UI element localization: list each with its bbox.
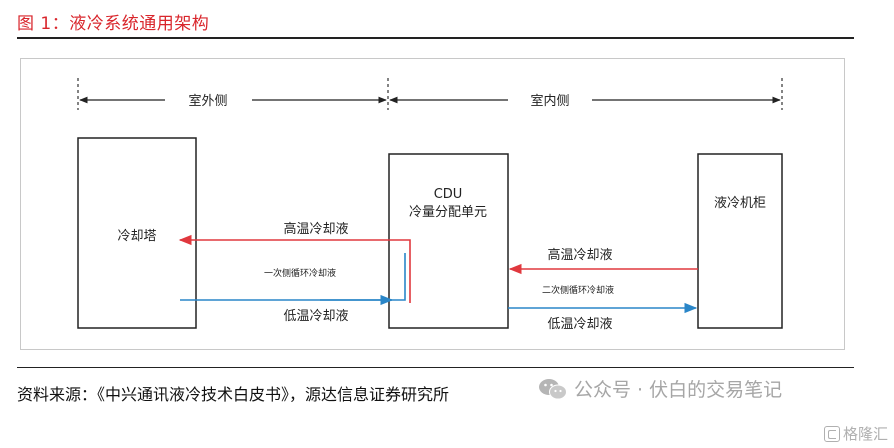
bottom-rule [17, 367, 854, 368]
primary-loop-label: 一次侧循环冷却液 [264, 267, 336, 279]
primary-cold-line [180, 253, 406, 301]
primary-cold-label: 低温冷却液 [283, 309, 348, 324]
liquid-cabinet-box [697, 153, 783, 329]
primary-hot-label: 高温冷却液 [283, 221, 348, 237]
cooling-tower-label: 冷却塔 [117, 229, 156, 244]
cdu-label: CDU [434, 187, 463, 202]
cdu-box [388, 153, 509, 329]
secondary-hot-label: 高温冷却液 [547, 247, 612, 263]
primary-hot-line [178, 234, 411, 303]
watermark: 公众号 · 伏白的交易笔记 [538, 375, 782, 402]
cooling-tower-box [77, 137, 197, 329]
top-rule [17, 37, 854, 39]
figure-title: 图 1：液冷系统通用架构 [17, 14, 210, 34]
source-badge: 格隆汇 [823, 423, 888, 444]
source-caption: 资料来源：《中兴通讯液冷技术白皮书》，源达信息证券研究所 [17, 385, 450, 404]
badge-text: 格隆汇 [842, 425, 888, 443]
badge-logo-icon [823, 425, 840, 442]
watermark-text: 公众号 · 伏白的交易笔记 [574, 379, 783, 401]
architecture-diagram: 室外侧 室内侧 冷却塔 CDU 冷量分配单元 液冷机柜 高温冷却液 一次侧循环冷… [77, 78, 783, 332]
indoor-label: 室内侧 [530, 93, 569, 109]
cdu-sublabel: 冷量分配单元 [409, 205, 487, 220]
outdoor-label: 室外侧 [188, 93, 227, 109]
secondary-cold-label: 低温冷却液 [547, 317, 612, 332]
secondary-loop-label: 二次侧循环冷却液 [542, 284, 614, 296]
wechat-icon [539, 378, 567, 399]
liquid-cabinet-label: 液冷机柜 [714, 196, 766, 211]
